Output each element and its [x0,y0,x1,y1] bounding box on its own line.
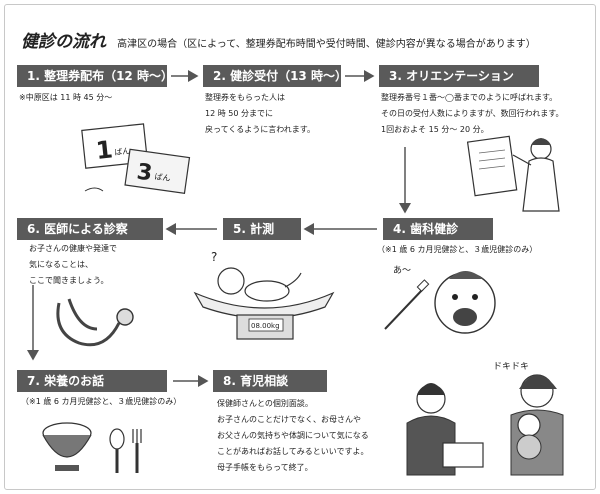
step-8-consultation: 8. 育児相談 [213,370,327,392]
baby-question: ? [211,250,217,264]
step-3-orientation: 3. オリエンテーション [379,65,539,87]
dental-illustration: あ〜 [384,265,496,334]
step-5-measurement: 5. 計測 [223,218,301,240]
step-2-reception: 2. 健診受付（13 時〜） [203,65,347,87]
page-subtitle: 高津区の場合（区によって、整理券配布時間や受付時間、健診内容が異なる場合がありま… [117,39,536,50]
step-6-doctor: 6. 医師による診察 [17,218,163,240]
ticket-3-number: 3 [135,160,154,187]
doki-text: ドキドキ [493,362,529,372]
step-4-note: （※1 歳 6 カ月児健診と、３歳児健診のみ） [377,245,538,254]
flow-diagram: 健診の流れ 高津区の場合（区によって、整理券配布時間や受付時間、健診内容が異なる… [4,4,596,490]
scale-reading: 08.00kg [251,322,280,330]
flow-arrows [27,70,411,387]
step-7-nutrition: 7. 栄養のお話 [17,370,167,392]
step-8-note: 保健師さんとの個別面談。 お子さんのことだけでなく、お母さんや お父さんの気持ち… [217,399,369,472]
step-4-dental: 4. 歯科健診 [383,218,493,240]
step-3-note: 整理券番号１番〜◯番までのように呼ばれます。 その日の受付人数によりますが、数回… [381,93,564,134]
header: 健診の流れ 高津区の場合（区によって、整理券配布時間や受付時間、健診内容が異なる… [21,27,536,52]
ticket-1-suffix: ばん [114,146,131,157]
step-1-note: ※中原区は 11 時 45 分〜 [19,93,113,102]
stethoscope-illustration [56,298,134,347]
step-6-note: お子さんの健康や発達で 気になることは、 ここで聞きましょう。 [29,244,117,285]
nurse-illustration [467,135,560,212]
tickets-illustration: 1 ばん 3 ばん [81,123,191,194]
ticket-1-number: 1 [95,135,115,165]
step-7-note: （※1 歳 6 カ月児健診と、３歳児健診のみ） [21,397,182,406]
meal-illustration [42,422,142,473]
step-2-note: 整理券をもらった人は 12 時 50 分までに 戻ってくるように言われます。 [205,93,315,134]
step-1-ticket: 1. 整理券配布（12 時〜） [17,65,173,87]
consultation-illustration: ドキドキ [406,362,564,476]
ticket-3-suffix: ばん [154,172,171,183]
baby-sound: あ〜 [393,265,411,276]
scale-illustration: ? 08.00kg [193,250,335,340]
page-title: 健診の流れ [21,32,106,52]
